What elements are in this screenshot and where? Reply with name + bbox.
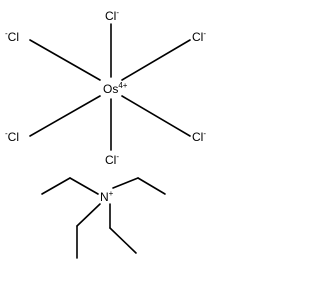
charge-superscript: + (109, 189, 114, 198)
bond-os-cl-upper-left (29, 39, 101, 81)
charge-superscript: - (116, 8, 119, 17)
chloride-label-upper-left: -Cl (5, 29, 19, 44)
bond-n-ch2-left (69, 177, 99, 195)
bond-n-ch2-lower-left (76, 203, 101, 227)
charge-superscript: - (5, 29, 8, 38)
chloride-label-upper-right: Cl- (192, 29, 206, 44)
bond-os-cl-lower-left (29, 95, 101, 137)
osmium-label: Os4+ (103, 81, 128, 96)
bond-n-ch2-right (112, 177, 139, 189)
os-cl-bonds (29, 23, 191, 151)
charge-superscript: - (203, 29, 206, 38)
chloride-label-top: Cl- (105, 8, 119, 23)
bond-os-cl-lower-right (121, 95, 191, 137)
tetraethylammonium-bonds (41, 177, 166, 259)
atom-symbol: Cl (105, 153, 116, 167)
atom-symbol: Cl (8, 130, 19, 144)
atom-symbol: Cl (192, 30, 203, 44)
chloride-label-lower-left: -Cl (5, 129, 19, 144)
charge-superscript: 4+ (118, 81, 127, 90)
atom-symbol: Cl (8, 30, 19, 44)
chemical-structure: Cl- -Cl Cl- Os4+ -Cl Cl- Cl- N+ (5, 8, 206, 259)
chloride-label-lower-right: Cl- (192, 129, 206, 144)
bond-ch2-ch3-lower-right (109, 227, 137, 254)
bond-os-cl-upper-right (121, 39, 191, 81)
bond-ch2-ch3-right (137, 177, 166, 195)
bond-ch2-ch3-left (41, 177, 71, 195)
charge-superscript: - (203, 129, 206, 138)
nitrogen-label: N+ (100, 189, 114, 204)
atom-symbol: Os (103, 82, 118, 96)
chloride-label-bottom: Cl- (105, 152, 119, 167)
charge-superscript: - (116, 152, 119, 161)
atom-symbol: Cl (105, 9, 116, 23)
atom-symbol: Cl (192, 130, 203, 144)
atom-labels: Cl- -Cl Cl- Os4+ -Cl Cl- Cl- N+ (5, 8, 206, 204)
atom-symbol: N (100, 190, 109, 204)
charge-superscript: - (5, 129, 8, 138)
